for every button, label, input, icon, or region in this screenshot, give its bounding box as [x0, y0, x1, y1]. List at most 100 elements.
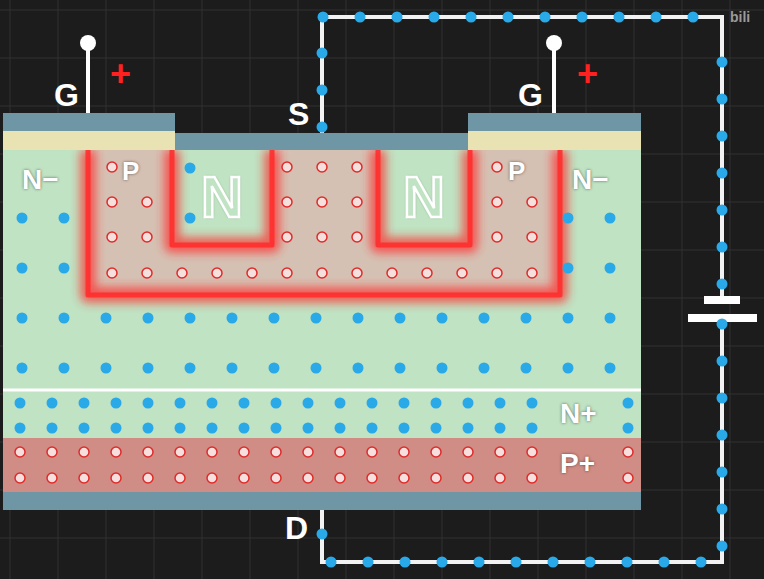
electron-dot	[511, 557, 522, 568]
gate-lead	[552, 50, 556, 113]
carriers	[15, 12, 728, 568]
electron-dot	[271, 398, 282, 409]
hole-dot	[431, 447, 441, 457]
electron-dot	[143, 363, 154, 374]
electron-dot	[717, 541, 728, 552]
wire	[322, 318, 722, 562]
hole-dot	[79, 473, 89, 483]
glow-line	[88, 150, 560, 295]
electron-dot	[717, 356, 728, 367]
electron-dot	[717, 168, 728, 179]
electron-dot	[717, 504, 728, 515]
hole-dot	[239, 473, 249, 483]
electron-dot	[717, 242, 728, 253]
electron-dot	[563, 213, 574, 224]
electron-dot	[429, 12, 440, 23]
electron-dot	[717, 319, 728, 330]
source-metal	[175, 133, 468, 150]
electron-dot	[431, 423, 442, 434]
electron-dot	[317, 529, 328, 540]
region-label: P	[122, 158, 139, 184]
electron-dot	[59, 263, 70, 274]
grid-line	[730, 0, 731, 579]
electron-dot	[269, 363, 280, 374]
n-source-left	[172, 150, 272, 245]
electron-dot	[17, 313, 28, 324]
electron-dot	[367, 398, 378, 409]
polarity-sign: +	[110, 56, 131, 92]
electron-dot	[399, 398, 410, 409]
gate-terminal	[546, 35, 562, 51]
electron-dot	[437, 557, 448, 568]
electron-dot	[185, 213, 196, 224]
battery-negative-plate	[704, 296, 740, 304]
region-label: P	[508, 158, 525, 184]
gate-metal	[3, 113, 175, 131]
p-plus-band: P+	[3, 438, 641, 492]
electron-dot	[605, 263, 616, 274]
hole-dot	[177, 268, 187, 278]
electron-dot	[353, 363, 364, 374]
grid-line	[0, 106, 764, 107]
hole-dot	[352, 232, 362, 242]
electron-dot	[399, 423, 410, 434]
electron-dot	[688, 12, 699, 23]
electron-dot	[111, 398, 122, 409]
hole-dot	[317, 197, 327, 207]
electron-dot	[239, 398, 250, 409]
hole-dot	[317, 162, 327, 172]
electron-dot	[271, 423, 282, 434]
electron-dot	[363, 557, 374, 568]
electron-dot	[623, 423, 634, 434]
hole-dot	[422, 268, 432, 278]
electron-dot	[717, 430, 728, 441]
electron-dot	[15, 423, 26, 434]
electron-dot	[548, 557, 559, 568]
electron-dot	[239, 423, 250, 434]
hole-dot	[303, 473, 313, 483]
electron-dot	[479, 363, 490, 374]
electron-dot	[143, 398, 154, 409]
electron-dot	[463, 423, 474, 434]
electron-dot	[395, 363, 406, 374]
electron-dot	[577, 12, 588, 23]
hole-dot	[463, 447, 473, 457]
electron-dot	[185, 313, 196, 324]
gate-metal	[468, 113, 641, 131]
electron-dot	[318, 12, 329, 23]
hole-dot	[107, 232, 117, 242]
hole-dot	[47, 473, 57, 483]
hole-dot	[492, 268, 502, 278]
electron-dot	[605, 313, 616, 324]
region-label: P+	[560, 450, 595, 478]
grid-line	[682, 0, 683, 579]
hole-dot	[271, 473, 281, 483]
hole-dot	[492, 197, 502, 207]
electron-dot	[101, 363, 112, 374]
electron-dot	[59, 313, 70, 324]
electron-dot	[527, 423, 538, 434]
electron-dot	[59, 363, 70, 374]
electron-dot	[335, 423, 346, 434]
electron-dot	[622, 557, 633, 568]
electron-dot	[143, 423, 154, 434]
gate-lead	[86, 50, 90, 113]
n-region-box: N	[172, 150, 272, 245]
hole-dot	[527, 268, 537, 278]
hole-dot	[239, 447, 249, 457]
electron-dot	[392, 12, 403, 23]
hole-dot	[207, 473, 217, 483]
electron-dot	[495, 398, 506, 409]
hole-dot	[282, 268, 292, 278]
hole-dot	[317, 268, 327, 278]
electron-dot	[717, 57, 728, 68]
drift-region-box: NNPPN−N−	[3, 150, 641, 390]
electron-dot	[717, 94, 728, 105]
electron-dot	[614, 12, 625, 23]
junction-line	[3, 389, 641, 392]
hole-dot	[623, 447, 633, 457]
hole-dot	[175, 473, 185, 483]
gate-terminal	[80, 35, 96, 51]
electron-dot	[207, 398, 218, 409]
